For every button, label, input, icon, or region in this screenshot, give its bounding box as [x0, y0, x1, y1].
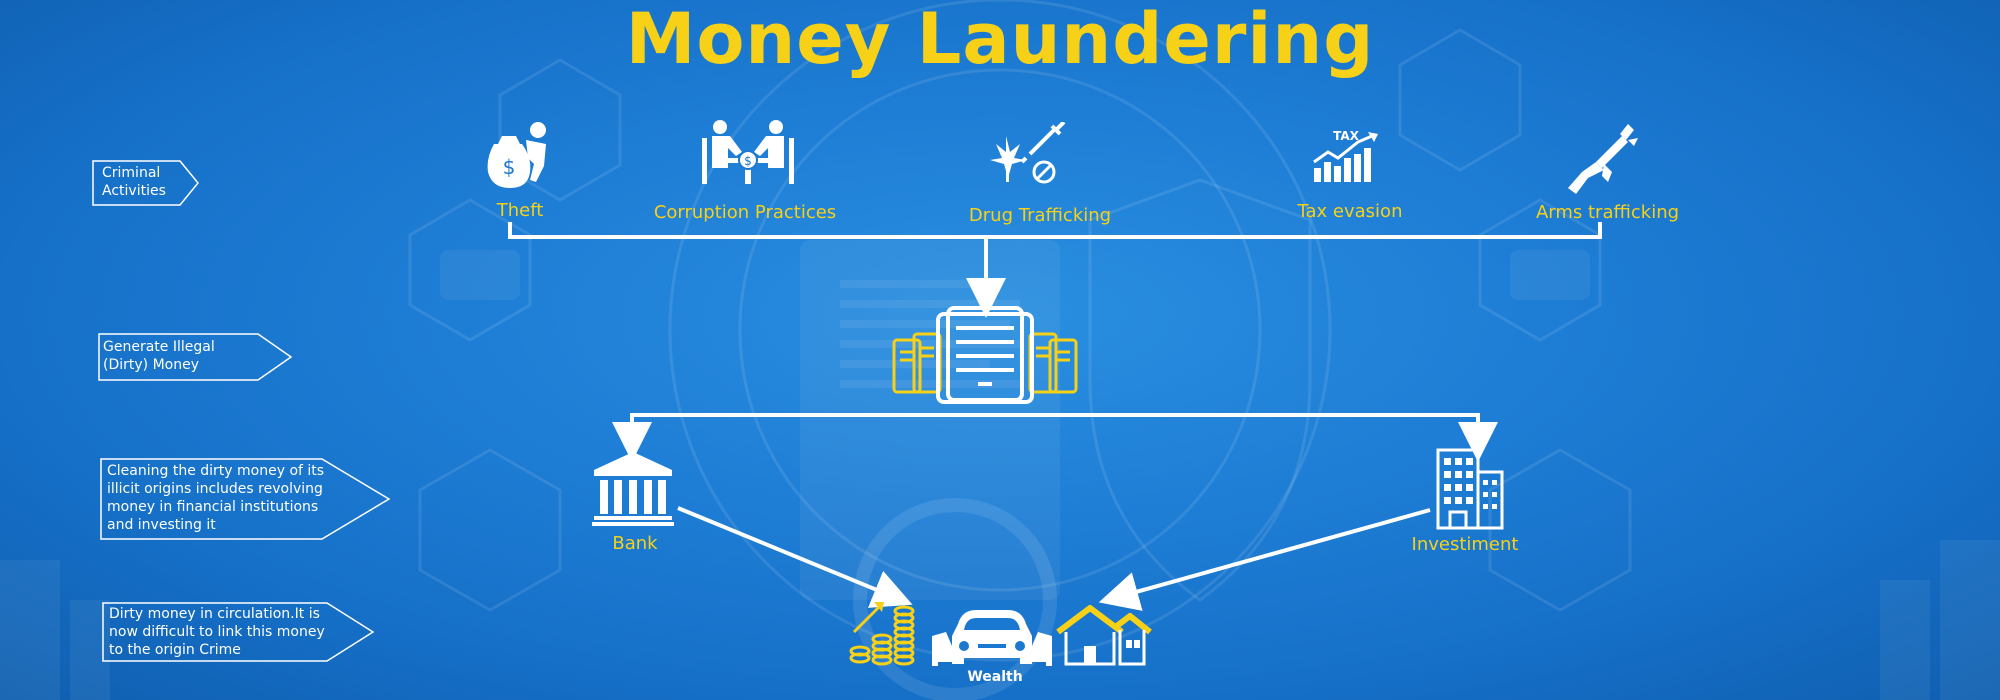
activity-label-arms: Arms trafficking: [1535, 202, 1680, 223]
connector-split-bus: [630, 413, 1480, 436]
side-label-text: Generate Illegal (Dirty) Money: [103, 339, 215, 373]
drug-icon: [990, 122, 1066, 184]
wealth-label: Wealth: [967, 669, 1023, 685]
activity-label-corruption: Corruption Practices: [653, 202, 837, 223]
activity-label-drug: Drug Trafficking: [968, 205, 1112, 226]
building-icon: [1436, 448, 1504, 530]
bank-icon: [592, 452, 674, 526]
side-label-text: Cleaning the dirty money of its illicit …: [107, 463, 325, 533]
server-icon: [892, 306, 1078, 404]
tax-icon: TAX: [1313, 129, 1378, 182]
coins-icon: [849, 602, 915, 666]
rifle-icon: [1568, 124, 1638, 194]
house-icon: [1056, 605, 1152, 666]
side-label-criminal-activities: Criminal Activities: [92, 160, 202, 206]
side-label-dirty-money: Generate Illegal (Dirty) Money: [98, 333, 294, 381]
side-label-text: Dirty money in circulation.It is now dif…: [109, 606, 325, 658]
connector-investment-to-wealth: [1098, 508, 1431, 611]
side-label-circulation: Dirty money in circulation.It is now dif…: [102, 602, 376, 662]
car-icon: [932, 610, 1052, 666]
tax-icon-text: TAX: [1333, 129, 1360, 143]
activity-label-theft: Theft: [496, 200, 544, 221]
connector-bank-to-wealth: [677, 506, 913, 608]
svg-text:$: $: [744, 154, 752, 168]
svg-text:$: $: [503, 155, 516, 179]
corruption-icon: $: [702, 120, 794, 184]
side-label-text: Criminal Activities: [102, 165, 166, 199]
theft-icon: $: [487, 122, 546, 188]
activity-label-tax: Tax evasion: [1297, 201, 1403, 222]
page-title: Money Laundering: [625, 0, 1375, 80]
side-label-cleaning: Cleaning the dirty money of its illicit …: [100, 458, 392, 540]
bank-label: Bank: [612, 533, 658, 554]
investment-label: Investiment: [1411, 534, 1519, 555]
connector-top-bus: [508, 222, 1602, 239]
